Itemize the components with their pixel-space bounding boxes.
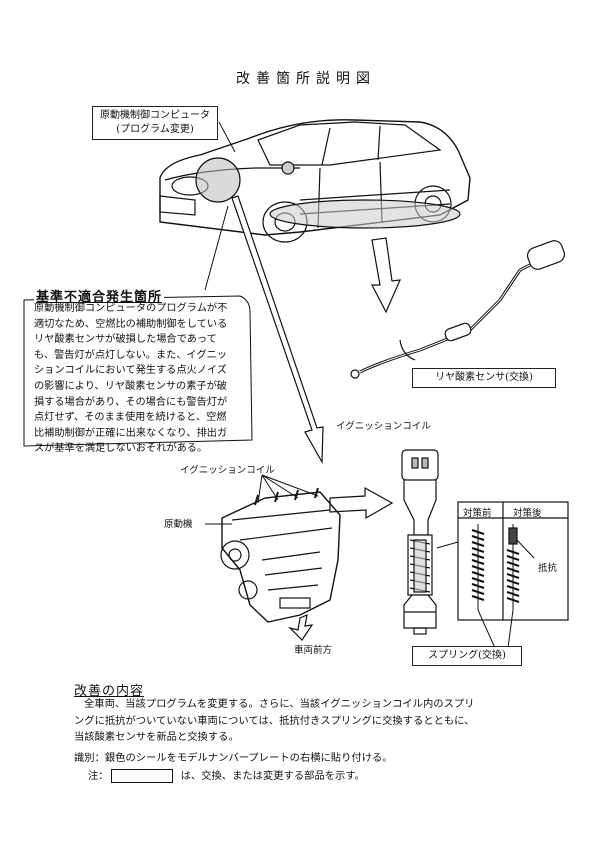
defect-box-outline [23,295,253,447]
ecu-label-box: 原動機制御コンピュータ (プログラム変更) [92,106,218,140]
exhaust-system [350,240,566,379]
engine-illustration [220,487,341,623]
defect-heading: 基準不適合発生箇所 [34,286,165,305]
defect-text: 原動機制御コンピュータのプログラムが不 適切なため、空燃比の補助制御をしている … [34,303,228,455]
improvement-text: 全車両、当該プログラムを変更する。さらに、当該イグニッションコイル内のスプリ ン… [74,698,475,743]
engine-label: 原動機 [164,519,193,530]
page-title: 改善箇所説明図 [236,71,376,87]
before-label: 対策前 [463,508,492,519]
spring-comparison [457,501,569,649]
ignition-coil-label-engine: イグニッションコイル [180,465,275,476]
note-prefix: 注： [88,770,109,782]
improvement-heading: 改善の内容 [74,684,145,699]
spring-label: スプリング(交換) [412,646,522,666]
after-label: 対策後 [513,508,542,519]
vehicle-front-label: 車両前方 [294,645,333,656]
rear-sensor-label: リヤ酸素センサ(交換) [412,368,556,388]
ignition-coil-label-top: イグニッションコイル [336,421,431,432]
ignition-coil-illustration [401,449,439,635]
note-suffix: は、交換、または変更する部品を示す。 [180,770,365,782]
identification-text: 識別：銀色のシールをモデルナンバープレートの右横に貼り付ける。 [74,752,393,764]
note-legend-box [110,769,173,784]
resistor-label: 抵抗 [538,563,558,574]
car-illustration [159,119,471,243]
note-line: 注： は、交換、または変更する部品を示す。 [88,768,365,785]
ecu-label-sub: (プログラム変更) [116,124,194,135]
ecu-label: 原動機制御コンピュータ [100,110,210,121]
